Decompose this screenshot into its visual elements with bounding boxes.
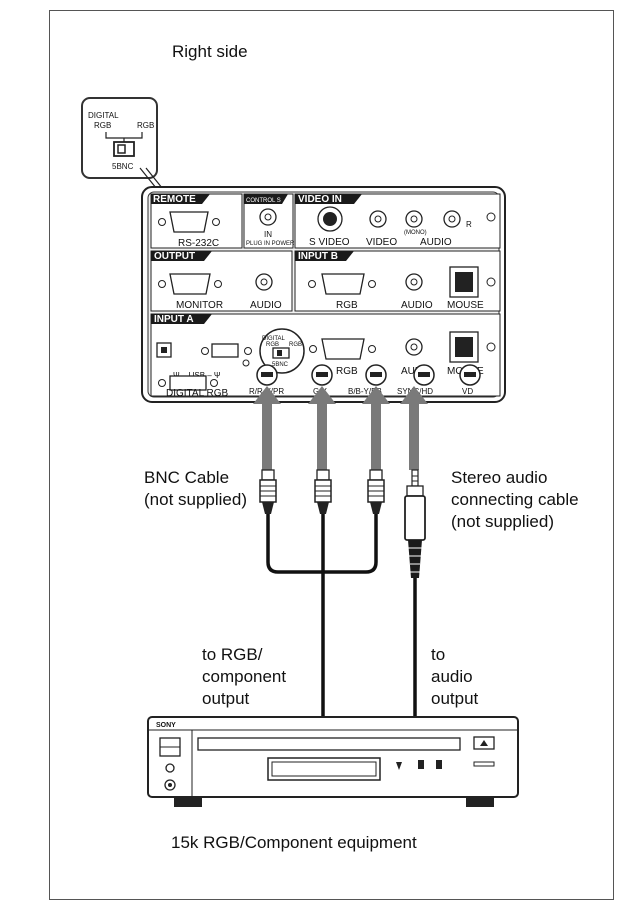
caption-to: to (431, 645, 445, 664)
caption-stereo-audio: Stereo audio (451, 468, 547, 487)
label-input-b-rgb: RGB (336, 300, 358, 311)
caption-right-side: Right side (172, 42, 248, 61)
digital-rgb-port (169, 375, 207, 391)
arrow-r (253, 386, 281, 470)
audio-right-jack (443, 210, 461, 228)
switch-callout: DIGITAL RGB RGB 5BNC (81, 97, 158, 179)
caption-output-audio: output (431, 689, 479, 708)
callout-switch-knob (117, 144, 126, 154)
caption-connecting-cable: connecting cable (451, 490, 579, 509)
label-digital-rgb: DIGITAL RGB (166, 388, 229, 399)
projector-panel: REMOTE CONTROL S VIDEO IN RS-232C IN PLU… (141, 186, 506, 403)
label-vd: VD (462, 387, 473, 396)
audio-left-jack (405, 210, 423, 228)
arrow-audio (400, 386, 428, 470)
audio-plug (404, 469, 426, 578)
input-b-rgb-port (321, 273, 365, 295)
rs232c-port (169, 211, 209, 233)
callout-bnc-label: 5BNC (112, 162, 134, 171)
caption-bnc-not-supplied: (not supplied) (144, 490, 247, 509)
label-rs232c: RS-232C (178, 238, 219, 249)
switch-rgb-right-label: RGB (289, 342, 302, 348)
caption-bnc-cable: BNC Cable (144, 468, 229, 487)
equipment-brand-logo: SONY (156, 722, 176, 729)
label-monitor: MONITOR (176, 300, 223, 311)
label-input-b: INPUT B (298, 251, 338, 262)
caption-output-rgb: output (202, 689, 250, 708)
callout-digital-rgb-label: RGB (94, 121, 111, 130)
arrow-g (308, 386, 336, 470)
switch-rgb-left-label: RGB (266, 342, 279, 348)
caption-audio: audio (431, 667, 473, 686)
cables (266, 514, 417, 716)
input-b-audio-jack (405, 273, 423, 291)
label-control-s: CONTROL S (246, 198, 281, 204)
switch-bnc-label: 5BNC (272, 362, 289, 368)
caption-component: component (202, 667, 286, 686)
label-r: R (466, 220, 472, 229)
label-input-b-mouse: MOUSE (447, 300, 484, 311)
equipment-tray (197, 737, 461, 751)
label-output: OUTPUT (154, 251, 195, 262)
equipment-display (267, 757, 381, 781)
video-jack (369, 210, 387, 228)
usb-a-port (211, 343, 239, 358)
page-frame (49, 10, 614, 900)
label-mono: (MONO) (404, 230, 427, 236)
input-a-audio-jack (405, 338, 423, 356)
label-remote: REMOTE (153, 194, 196, 205)
arrow-b (362, 386, 390, 470)
label-in: IN (264, 230, 272, 239)
caption-stereo-not-supplied: (not supplied) (451, 512, 554, 531)
label-audio-output: AUDIO (250, 300, 282, 311)
equipment-indicator (165, 763, 175, 773)
control-s-in-jack (259, 208, 277, 226)
label-input-b-audio: AUDIO (401, 300, 433, 311)
equipment-jack (164, 779, 176, 791)
bnc-cable-plugs (259, 469, 385, 514)
component-equipment: SONY (147, 716, 519, 807)
label-s-video: S VIDEO (309, 237, 350, 248)
label-audio-video-in: AUDIO (420, 237, 452, 248)
switch-digital-label: DIGITAL (262, 336, 286, 342)
caption-to-rgb: to RGB/ (202, 645, 263, 664)
label-video-in: VIDEO IN (298, 194, 342, 205)
label-b-by-pb: B/B-Y/PB (348, 387, 382, 396)
label-input-a: INPUT A (154, 314, 194, 325)
label-input-a-rgb: RGB (336, 366, 358, 377)
label-video: VIDEO (366, 237, 397, 248)
input-a-rgb-port (321, 338, 365, 360)
monitor-port (169, 273, 211, 295)
connection-arrows (253, 386, 428, 470)
output-audio-jack (255, 273, 273, 291)
bnc-jacks (242, 359, 481, 386)
callout-digital-label: DIGITAL (88, 111, 119, 120)
callout-rgb-label: RGB (137, 121, 154, 130)
caption-equipment: 15k RGB/Component equipment (171, 833, 417, 852)
label-plug-in-power: PLUG IN POWER (246, 241, 295, 247)
